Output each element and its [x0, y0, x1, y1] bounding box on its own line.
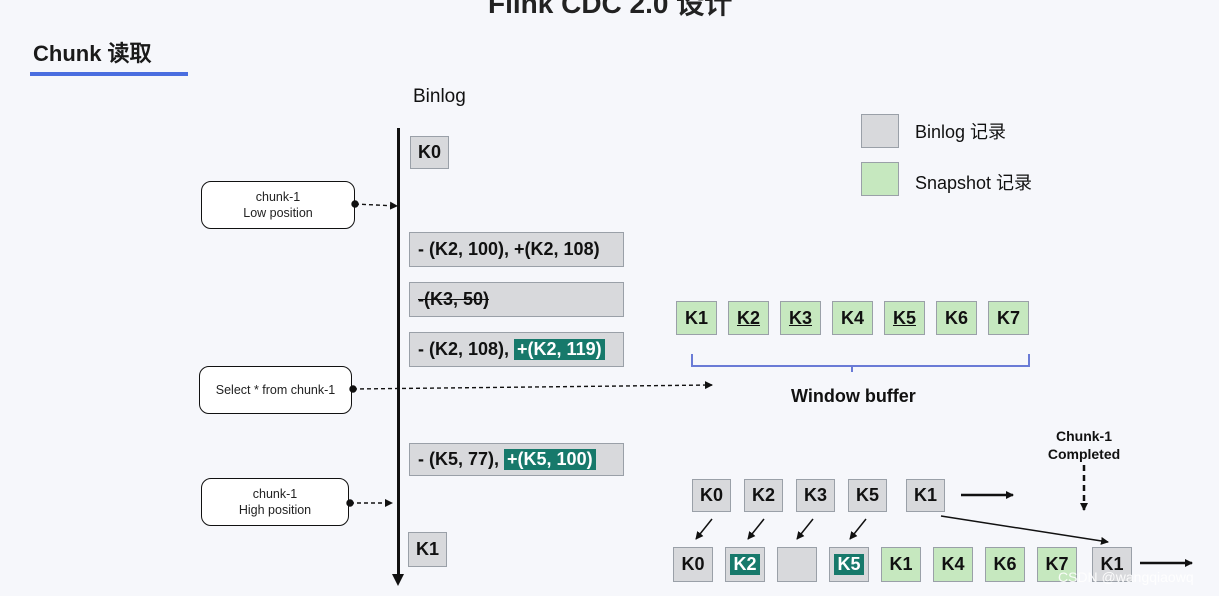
section-underline — [30, 72, 188, 76]
merge-arrow-k2 — [747, 518, 765, 540]
output-k6: K6 — [985, 547, 1025, 582]
legend-binlog-label: Binlog 记录 — [915, 122, 1007, 142]
binlog-timeline — [397, 128, 400, 576]
binlog-record-2: -(K3, 50) — [409, 282, 624, 317]
merge-input-k0: K0 — [692, 479, 731, 512]
window-key-6-text: K6 — [944, 307, 968, 328]
binlog-record-2-text: -(K3, 50) — [418, 289, 490, 309]
note-high-line2: High position — [238, 503, 312, 517]
binlog-record-k0: K0 — [410, 136, 449, 169]
merge-arrow-k3 — [796, 518, 814, 540]
window-key-7: K7 — [988, 301, 1029, 335]
note-select-chunk: Select * from chunk-1 — [199, 366, 352, 414]
chunk-completed-line2: Completed — [1047, 446, 1121, 462]
merge-input-k2: K2 — [744, 479, 783, 512]
window-key-1-text: K1 — [684, 307, 708, 328]
output-k5: K5 — [829, 547, 869, 582]
select-arrow — [352, 381, 713, 390]
output-k5-text: K5 — [834, 554, 864, 575]
note-low-line2: Low position — [243, 206, 313, 220]
section-title: Chunk 读取 — [33, 41, 152, 66]
output-k2: K2 — [725, 547, 765, 582]
merge-input-k3: K3 — [796, 479, 835, 512]
binlog-record-3: - (K2, 108), +(K2, 119) — [409, 332, 624, 367]
merge-input-k1: K1 — [906, 479, 945, 512]
slide-title: Flink CDC 2.0 设计 — [488, 0, 733, 19]
window-key-6: K6 — [936, 301, 977, 335]
window-key-2: K2 — [728, 301, 769, 335]
binlog-label: Binlog — [413, 86, 466, 107]
window-key-4: K4 — [832, 301, 873, 335]
timeline-arrowhead — [392, 574, 404, 586]
output-k0: K0 — [673, 547, 713, 582]
note-high-position: chunk-1 High position — [201, 478, 349, 526]
output-k3-removed — [777, 547, 817, 582]
merge-input-k5: K5 — [848, 479, 887, 512]
note-connectors — [346, 200, 713, 507]
legend-snapshot-swatch — [861, 162, 899, 196]
watermark: CSDN @wangqiaowq — [1058, 569, 1194, 585]
binlog-record-3-insert: +(K2, 119) — [514, 339, 605, 360]
window-buffer-brace — [691, 354, 1030, 367]
window-key-1: K1 — [676, 301, 717, 335]
legend-snapshot-label: Snapshot 记录 — [915, 173, 1033, 193]
merge-arrow-k5 — [849, 518, 867, 540]
window-key-5-text: K5 — [892, 307, 916, 328]
output-k4: K4 — [933, 547, 973, 582]
window-key-7-text: K7 — [996, 307, 1020, 328]
output-k7: K7 — [1037, 547, 1077, 582]
note-select-text: Select * from chunk-1 — [215, 383, 336, 397]
window-key-4-text: K4 — [840, 307, 864, 328]
binlog-record-4-insert: +(K5, 100) — [504, 449, 596, 470]
note-high-line1: chunk-1 — [252, 487, 298, 501]
low-position-arrow — [354, 201, 398, 210]
binlog-record-k1: K1 — [408, 532, 447, 567]
merge-arrow-k0 — [695, 518, 713, 540]
window-buffer-label: Window buffer — [791, 386, 916, 406]
binlog-record-3-delete: - (K2, 108), — [418, 339, 515, 359]
note-low-line1: chunk-1 — [255, 190, 301, 204]
window-key-5: K5 — [884, 301, 925, 335]
window-key-3-text: K3 — [788, 307, 812, 328]
output-k2-text: K2 — [730, 554, 760, 575]
binlog-record-1: - (K2, 100), +(K2, 108) — [409, 232, 624, 267]
chunk-completed-line1: Chunk-1 — [1056, 428, 1112, 444]
note-low-position: chunk-1 Low position — [201, 181, 355, 229]
merge-arrows — [695, 515, 1109, 545]
legend-binlog-swatch — [861, 114, 899, 148]
output-k1-binlog: K1 — [1092, 547, 1132, 582]
binlog-record-4: - (K5, 77), +(K5, 100) — [409, 443, 624, 476]
chunk-completed-label: Chunk-1 Completed — [1036, 427, 1132, 463]
binlog-record-4-delete: - (K5, 77), — [418, 449, 505, 469]
window-key-2-text: K2 — [736, 307, 760, 328]
merge-arrow-k1 — [940, 515, 1109, 545]
window-key-3: K3 — [780, 301, 821, 335]
output-k1: K1 — [881, 547, 921, 582]
